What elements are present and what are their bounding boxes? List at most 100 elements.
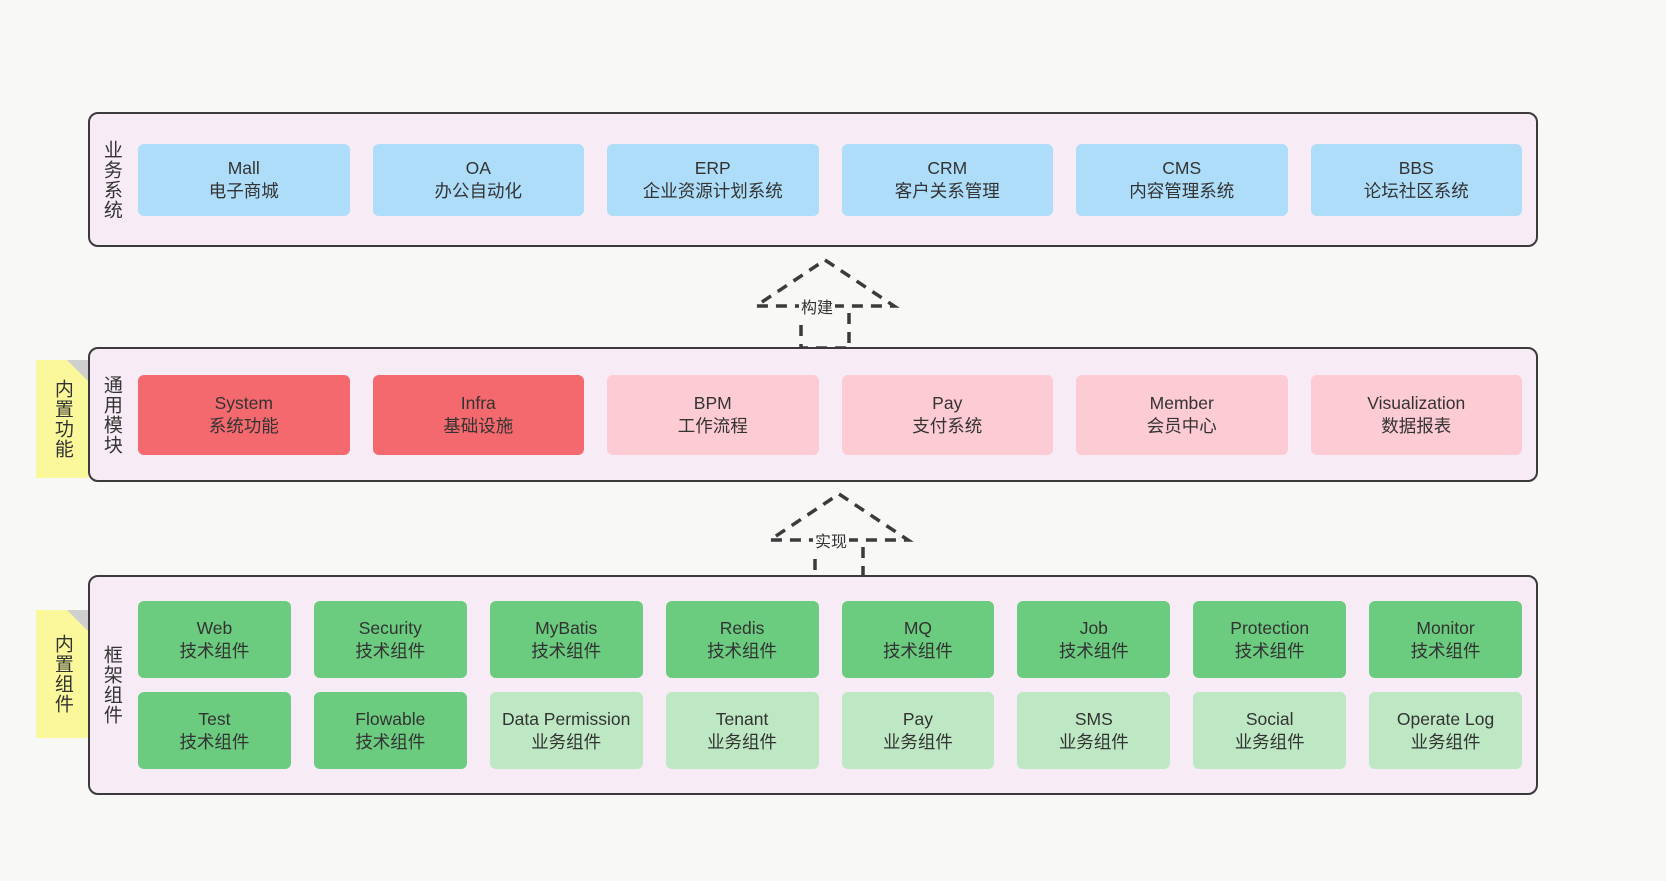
node-redis[interactable]: Redis 技术组件 xyxy=(665,601,819,678)
node-cms[interactable]: CMS 内容管理系统 xyxy=(1076,143,1288,216)
node-title: Pay xyxy=(932,392,963,413)
node-subtitle: 客户关系管理 xyxy=(894,180,1000,201)
box-row: Web 技术组件 Security 技术组件 MyBatis 技术组件 Redi… xyxy=(138,601,1522,678)
node-subtitle: 系统功能 xyxy=(208,415,279,436)
node-subtitle: 技术组件 xyxy=(1234,640,1305,661)
connector-build: 构建 xyxy=(750,257,904,350)
band-framework-component: 框架组件 Web 技术组件 Security 技术组件 MyBatis 技术组件… xyxy=(88,575,1538,795)
node-pay-component[interactable]: Pay 业务组件 xyxy=(841,692,995,769)
node-web[interactable]: Web 技术组件 xyxy=(138,601,291,678)
node-title: CMS xyxy=(1162,157,1202,178)
band-common-module: 通用模块 System 系统功能 Infra 基础设施 BPM 工作流程 Pay xyxy=(88,347,1538,482)
node-test[interactable]: Test 技术组件 xyxy=(138,692,291,769)
band-label-framework-component: 框架组件 xyxy=(100,645,122,725)
node-title: BPM xyxy=(693,392,732,413)
connector-implement: 实现 xyxy=(764,491,918,584)
node-subtitle: 技术组件 xyxy=(179,640,250,661)
band-label-business-system: 业务系统 xyxy=(100,139,122,220)
node-protection[interactable]: Protection 技术组件 xyxy=(1193,601,1347,678)
box-row: Mall 电子商城 OA 办公自动化 ERP 企业资源计划系统 CRM 客户关系… xyxy=(138,143,1522,216)
node-title: System xyxy=(214,392,273,413)
node-security[interactable]: Security 技术组件 xyxy=(313,601,467,678)
band-body-framework-component: Web 技术组件 Security 技术组件 MyBatis 技术组件 Redi… xyxy=(132,577,1536,793)
node-social[interactable]: Social 业务组件 xyxy=(1193,692,1347,769)
node-title: Member xyxy=(1149,392,1214,413)
node-title: Operate Log xyxy=(1396,708,1495,729)
node-visualization[interactable]: Visualization 数据报表 xyxy=(1310,374,1522,455)
box-row: Test 技术组件 Flowable 技术组件 Data Permission … xyxy=(138,692,1522,769)
node-subtitle: 技术组件 xyxy=(531,640,602,661)
node-subtitle: 技术组件 xyxy=(355,731,426,752)
connector-build-label: 构建 xyxy=(799,294,836,318)
node-bpm[interactable]: BPM 工作流程 xyxy=(607,374,819,455)
node-title: ERP xyxy=(694,157,731,178)
node-subtitle: 业务组件 xyxy=(1058,731,1129,752)
node-title: MyBatis xyxy=(535,617,598,638)
node-title: OA xyxy=(465,157,491,178)
node-subtitle: 数据报表 xyxy=(1381,415,1452,436)
node-subtitle: 工作流程 xyxy=(677,415,748,436)
node-subtitle: 办公自动化 xyxy=(434,180,523,201)
node-title: Data Permission xyxy=(501,708,631,729)
node-title: Mall xyxy=(227,157,260,178)
node-title: Infra xyxy=(460,392,496,413)
node-title: Social xyxy=(1245,708,1294,729)
node-data-permission[interactable]: Data Permission 业务组件 xyxy=(489,692,643,769)
node-title: Protection xyxy=(1230,617,1310,638)
node-title: MQ xyxy=(903,617,933,638)
node-mq[interactable]: MQ 技术组件 xyxy=(841,601,995,678)
node-system[interactable]: System 系统功能 xyxy=(138,374,350,455)
node-mybatis[interactable]: MyBatis 技术组件 xyxy=(489,601,643,678)
node-tenant[interactable]: Tenant 业务组件 xyxy=(665,692,819,769)
node-subtitle: 技术组件 xyxy=(179,731,250,752)
node-title: Test xyxy=(198,708,231,729)
node-title: Web xyxy=(196,617,233,638)
node-subtitle: 技术组件 xyxy=(1410,640,1481,661)
note-fold-corner-icon xyxy=(67,610,88,631)
node-title: Job xyxy=(1079,617,1108,638)
node-job[interactable]: Job 技术组件 xyxy=(1017,601,1171,678)
node-crm[interactable]: CRM 客户关系管理 xyxy=(841,143,1053,216)
note-fold-corner-icon xyxy=(67,360,88,381)
node-member[interactable]: Member 会员中心 xyxy=(1076,374,1288,455)
node-subtitle: 技术组件 xyxy=(1058,640,1129,661)
node-subtitle: 业务组件 xyxy=(882,731,953,752)
node-pay-module[interactable]: Pay 支付系统 xyxy=(841,374,1053,455)
node-monitor[interactable]: Monitor 技术组件 xyxy=(1369,601,1522,678)
node-sms[interactable]: SMS 业务组件 xyxy=(1017,692,1171,769)
box-row: System 系统功能 Infra 基础设施 BPM 工作流程 Pay 支付系统… xyxy=(138,374,1522,455)
node-title: Visualization xyxy=(1367,392,1466,413)
node-title: Redis xyxy=(719,617,765,638)
note-builtin-function: 内置功能 xyxy=(36,360,88,478)
node-subtitle: 支付系统 xyxy=(912,415,983,436)
band-business-system: 业务系统 Mall 电子商城 OA 办公自动化 ERP 企业资源计划系统 CRM xyxy=(88,112,1538,247)
node-subtitle: 技术组件 xyxy=(882,640,953,661)
node-title: Pay xyxy=(902,708,934,729)
node-title: Flowable xyxy=(355,708,426,729)
node-infra[interactable]: Infra 基础设施 xyxy=(372,374,584,455)
node-subtitle: 业务组件 xyxy=(531,731,602,752)
node-flowable[interactable]: Flowable 技术组件 xyxy=(313,692,467,769)
node-erp[interactable]: ERP 企业资源计划系统 xyxy=(607,143,819,216)
connector-implement-label: 实现 xyxy=(813,528,850,552)
node-oa[interactable]: OA 办公自动化 xyxy=(372,143,584,216)
node-title: Monitor xyxy=(1416,617,1475,638)
node-subtitle: 业务组件 xyxy=(1234,731,1305,752)
node-subtitle: 技术组件 xyxy=(707,640,778,661)
node-operate-log[interactable]: Operate Log 业务组件 xyxy=(1369,692,1522,769)
note-label: 内置功能 xyxy=(51,379,73,459)
node-subtitle: 基础设施 xyxy=(443,415,514,436)
node-subtitle: 电子商城 xyxy=(208,180,279,201)
node-title: Tenant xyxy=(715,708,769,729)
node-subtitle: 技术组件 xyxy=(355,640,426,661)
band-label-common-module: 通用模块 xyxy=(100,374,122,455)
node-mall[interactable]: Mall 电子商城 xyxy=(138,143,350,216)
node-title: BBS xyxy=(1398,157,1434,178)
node-bbs[interactable]: BBS 论坛社区系统 xyxy=(1310,143,1522,216)
band-body-common-module: System 系统功能 Infra 基础设施 BPM 工作流程 Pay 支付系统… xyxy=(132,349,1536,480)
node-title: CRM xyxy=(927,157,968,178)
node-subtitle: 论坛社区系统 xyxy=(1363,180,1469,201)
node-subtitle: 业务组件 xyxy=(1410,731,1481,752)
note-label: 内置组件 xyxy=(51,634,73,714)
